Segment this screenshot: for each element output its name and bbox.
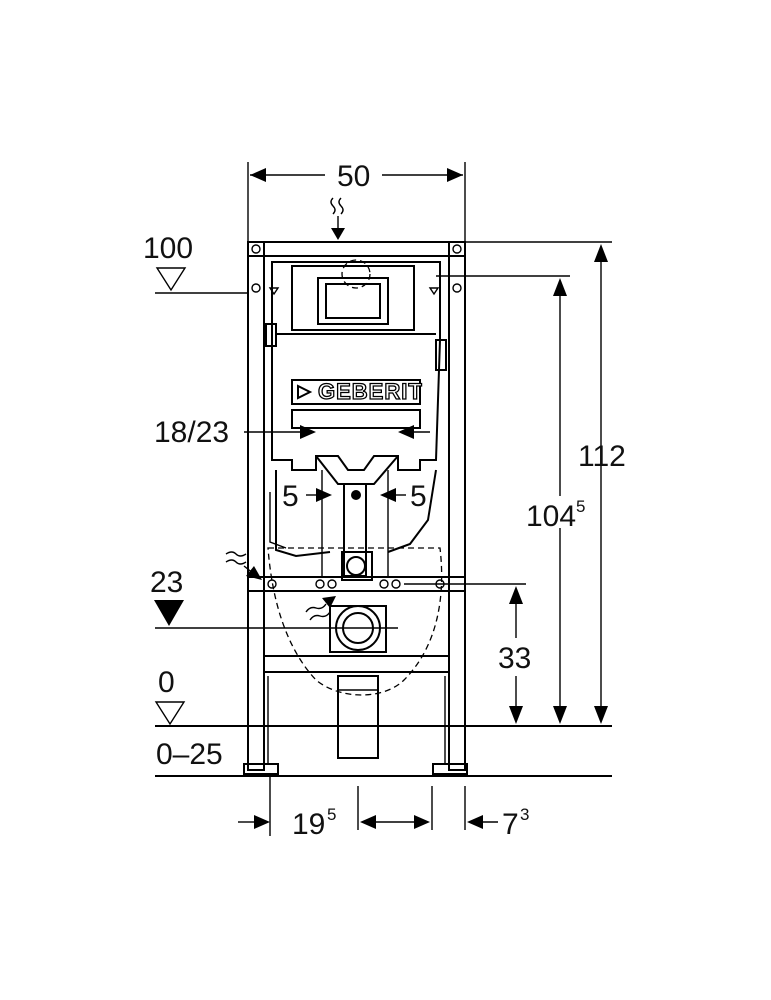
level-100-marker: 100 (143, 232, 248, 294)
flush-pipe (343, 483, 367, 577)
drain-pipe (337, 675, 379, 759)
level-23-marker: 23 (150, 566, 398, 629)
wavy-flow-arrow-icon (305, 596, 336, 621)
open-triangle-icon (268, 287, 280, 296)
open-triangle-icon (428, 287, 440, 296)
brand-logo-icon (297, 384, 313, 400)
open-triangle-icon (154, 701, 186, 726)
height-104-label: 104 (526, 500, 576, 533)
wc-bowl-outline (267, 547, 443, 696)
width-label: 50 (337, 160, 370, 193)
center-point (351, 490, 361, 500)
dimension-bottom: 19 5 7 3 (238, 776, 529, 841)
cistern: GEBERIT (265, 259, 447, 485)
floor-range-label: 0–25 (156, 738, 223, 771)
left-foot (243, 763, 279, 775)
cistern-window (291, 409, 421, 429)
drain-flow-arrow-icon (225, 551, 262, 580)
height-33-label: 33 (498, 642, 531, 675)
dimension-pipe-range: 18/23 (154, 416, 430, 449)
fixing-hole (379, 579, 389, 589)
right-post (448, 241, 466, 771)
bolt-hole (452, 283, 462, 293)
left-post (247, 241, 265, 771)
dimension-height-104: 104 5 (436, 275, 585, 724)
flush-plate-frame (317, 277, 389, 325)
dimension-height-112: 112 (465, 241, 626, 724)
lower-rail (263, 655, 450, 673)
left-hose-inner (269, 492, 287, 549)
flush-elbow (341, 551, 373, 581)
drain-assembly (329, 605, 387, 759)
height-112-label: 112 (578, 440, 626, 473)
bolt-hole (251, 283, 261, 293)
fixing-hole (267, 579, 277, 589)
offset-left-label: 5 (282, 480, 299, 513)
inlet-valve-outline (341, 259, 371, 289)
level-0-marker: 0 0–25 (154, 666, 223, 771)
pipe-range-label: 18/23 (154, 416, 229, 449)
height-104-superscript: 5 (576, 497, 585, 516)
left-hose (275, 470, 331, 558)
right-bracket (435, 339, 447, 371)
foot-19-superscript: 5 (327, 805, 336, 824)
foot-19-label: 19 (292, 808, 325, 841)
dimension-width: 50 (247, 160, 466, 242)
bolt-hole (251, 244, 261, 254)
foot-7-label: 7 (502, 808, 519, 841)
offset-right-label: 5 (410, 480, 427, 513)
level-23-label: 23 (150, 566, 183, 599)
level-0-label: 0 (158, 666, 175, 699)
right-foot (432, 763, 468, 775)
open-triangle-icon (155, 267, 187, 292)
flush-plate (325, 283, 381, 319)
frame (243, 241, 468, 775)
water-inlet-arrow-icon (330, 197, 345, 240)
dimension-offset: 5 5 (282, 480, 427, 513)
fixing-hole (327, 579, 337, 589)
cistern-body (271, 261, 441, 471)
bolt-hole (452, 244, 462, 254)
foot-7-superscript: 3 (520, 805, 529, 824)
brand-plate (291, 379, 421, 405)
left-bracket (265, 323, 277, 347)
top-rail (247, 241, 466, 257)
service-opening (291, 265, 415, 331)
flush-connector (346, 556, 366, 576)
fixing-hole (315, 579, 325, 589)
flush-pipe-assembly (267, 469, 445, 589)
level-100-label: 100 (143, 232, 193, 265)
filled-triangle-icon (154, 600, 184, 626)
fixing-hole (391, 579, 401, 589)
dimension-height-33: 33 (404, 583, 531, 724)
brand-text: GEBERIT (318, 379, 423, 404)
